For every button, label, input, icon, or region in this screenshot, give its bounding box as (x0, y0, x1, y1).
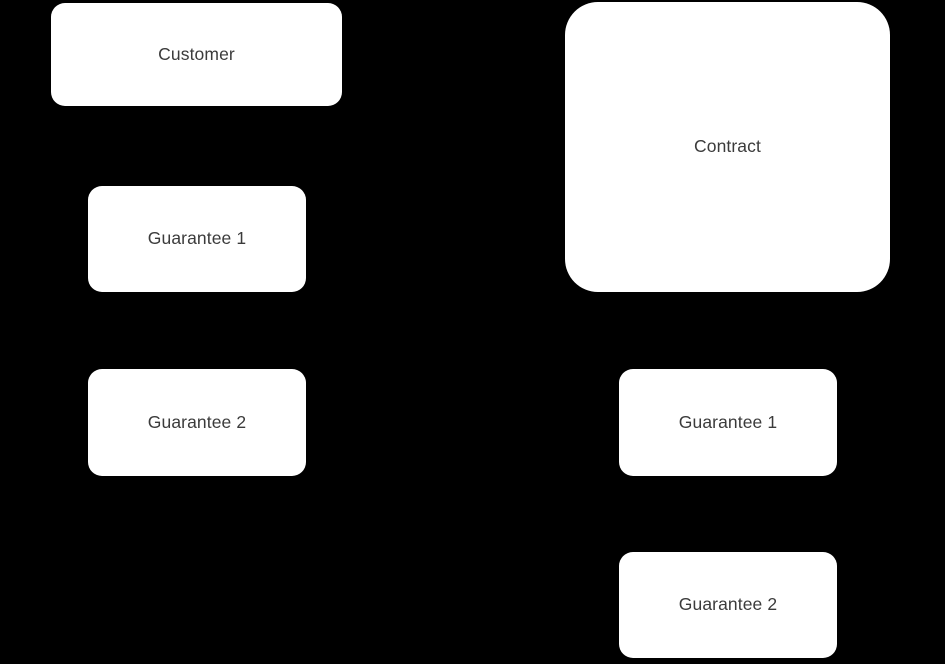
node-customer-guarantee-2[interactable]: Guarantee 2 (88, 369, 306, 476)
node-contract[interactable]: Contract (565, 2, 890, 292)
node-customer-guarantee-1-label: Guarantee 1 (147, 228, 247, 249)
node-contract-guarantee-2[interactable]: Guarantee 2 (619, 552, 837, 658)
node-customer[interactable]: Customer (51, 3, 342, 106)
node-customer-guarantee-2-label: Guarantee 2 (147, 411, 247, 432)
node-contract-label: Contract (694, 136, 761, 157)
node-contract-guarantee-1-label: Guarantee 1 (678, 411, 778, 432)
node-customer-label: Customer (158, 43, 235, 64)
node-customer-guarantee-1[interactable]: Guarantee 1 (88, 186, 306, 292)
node-contract-guarantee-1[interactable]: Guarantee 1 (619, 369, 837, 476)
node-contract-guarantee-2-label: Guarantee 2 (678, 594, 778, 615)
